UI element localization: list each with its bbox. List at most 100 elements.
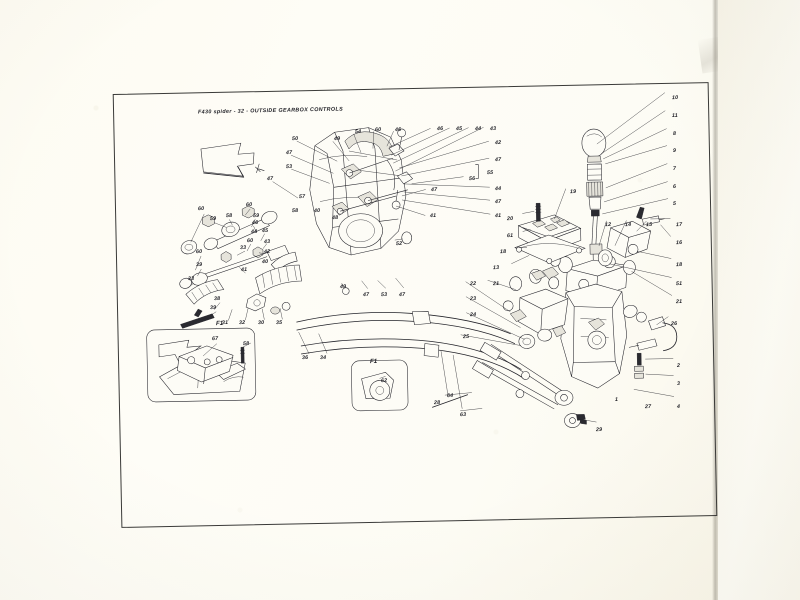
callout-number: 51 — [675, 280, 683, 288]
cross-brace-part — [180, 309, 214, 329]
leader-lines-transmission-top — [272, 131, 395, 198]
callout-number: 7 — [672, 165, 677, 173]
callout-number: 41 — [494, 212, 502, 220]
callout-number: 18 — [499, 248, 507, 256]
callout-number: 20 — [506, 215, 514, 223]
callout-number: 38 — [213, 295, 221, 303]
callout-number: 32 — [238, 319, 246, 327]
selector-bracket — [597, 207, 665, 266]
callout-number: 43 — [489, 125, 497, 133]
callout-number: 28 — [433, 399, 441, 407]
callout-number: 30 — [257, 319, 265, 327]
callout-number: 23 — [469, 295, 477, 303]
inset-f1-center-label: F1 — [369, 357, 378, 366]
callout-number: 39 — [209, 304, 217, 312]
gearshift-lever-assembly — [582, 129, 609, 266]
callout-number: 41 — [240, 266, 248, 274]
callout-number: 25 — [462, 333, 470, 341]
callout-number: 17 — [675, 221, 683, 229]
callout-number: 53 — [285, 163, 293, 171]
callout-number: 11 — [671, 112, 678, 120]
leader-lines-transmission-right — [389, 127, 491, 216]
callout-number: 41 — [429, 212, 437, 220]
callout-number: 58 — [291, 207, 299, 215]
shift-boot-plate — [510, 188, 585, 264]
callout-number: 29 — [595, 426, 603, 434]
paper-edge-shadow — [712, 0, 721, 600]
callout-number: 64 — [446, 392, 454, 400]
callout-number: 61 — [506, 232, 514, 240]
callout-number: 46 — [436, 125, 444, 133]
callout-number: 60 — [246, 237, 254, 245]
callout-number: 59 — [252, 212, 260, 220]
callout-number: 49 — [339, 283, 347, 291]
callout-number: 6 — [672, 183, 677, 191]
callout-number: 47 — [398, 291, 406, 299]
callout-number: 33 — [239, 244, 247, 252]
callout-number: 9 — [672, 147, 677, 155]
callout-number: 52 — [395, 240, 403, 248]
callout-number: 62 — [380, 377, 388, 385]
callout-number: 3 — [676, 380, 681, 388]
callout-number: 55 — [486, 169, 494, 177]
callout-number: 12 — [604, 221, 612, 229]
callout-number: 4 — [676, 403, 681, 411]
transmission-linkage-detail — [331, 129, 414, 216]
callout-number: 58 — [225, 212, 233, 220]
callout-number: 46 — [251, 219, 259, 227]
callout-number: 60 — [195, 248, 203, 256]
callout-number: 19 — [569, 188, 577, 196]
callout-number: 44 — [250, 228, 258, 236]
callout-number: 47 — [266, 175, 274, 183]
callout-number: 22 — [469, 280, 477, 288]
callout-number: 45 — [261, 227, 269, 235]
rubber-boot-left — [186, 280, 224, 305]
paper-right-background — [718, 0, 800, 600]
callout-number: 33 — [187, 275, 195, 283]
misc-small-parts — [341, 232, 413, 295]
callout-number: 5 — [672, 200, 677, 208]
leader-lines-lever-column — [596, 93, 673, 326]
callout-number: 44 — [474, 125, 482, 133]
callout-number: 2 — [676, 362, 681, 370]
callout-number: 60 — [197, 205, 205, 213]
callout-number: 47 — [494, 198, 502, 206]
callout-number: 40 — [261, 258, 269, 266]
direction-arrow-icon — [201, 143, 255, 178]
callout-number: 26 — [670, 320, 678, 328]
leader-lines-housing-left — [460, 280, 525, 347]
callout-number: 58 — [242, 340, 250, 348]
rubber-boot-center — [255, 265, 302, 294]
callout-number: 13 — [492, 264, 500, 272]
callout-number: 53 — [380, 291, 388, 299]
callout-number: 31 — [221, 319, 229, 327]
gearshift-linkage-cluster — [177, 205, 327, 357]
callout-number: 43 — [263, 238, 271, 246]
callout-number: 16 — [675, 239, 683, 247]
callout-number: 39 — [195, 261, 203, 269]
gearbox-control-housing — [502, 267, 678, 399]
callout-number: 60 — [374, 126, 382, 134]
callout-number: 59 — [209, 215, 217, 223]
callout-number: 24 — [469, 311, 477, 319]
callout-number: 10 — [671, 94, 679, 102]
callout-number: 21 — [675, 298, 683, 306]
callout-number: 15 — [645, 221, 653, 229]
callout-number: 42 — [494, 139, 502, 147]
callout-number: 42 — [263, 248, 271, 256]
callout-number: 47 — [430, 186, 438, 194]
callout-number: 34 — [319, 354, 327, 362]
callout-number: 27 — [644, 403, 652, 411]
callout-number: 35 — [275, 319, 283, 327]
callout-number: 47 — [362, 291, 370, 299]
callout-number: 57 — [298, 193, 306, 201]
callout-number: 21 — [492, 280, 500, 288]
gearshift-cables — [296, 308, 596, 433]
inset-f1-center-box — [351, 360, 408, 411]
callout-number: 14 — [624, 221, 632, 229]
callout-number: 47 — [285, 149, 293, 157]
callout-number: 36 — [301, 354, 309, 362]
callout-number: 67 — [211, 335, 219, 343]
callout-number: 45 — [455, 125, 463, 133]
callout-number: 1 — [614, 396, 619, 404]
